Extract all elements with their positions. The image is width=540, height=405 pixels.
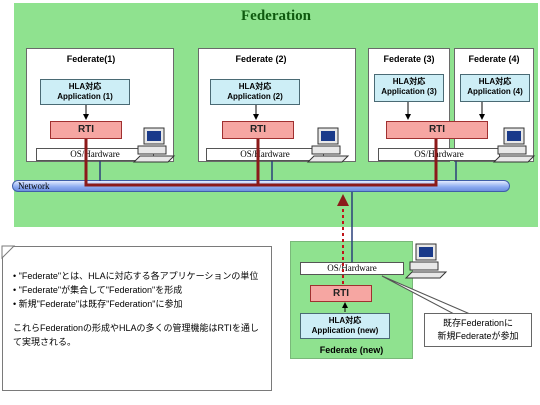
network-label: Network <box>18 181 50 191</box>
federate-2-os: OS/Hardware <box>206 148 324 161</box>
federate-3-title: Federate (3) <box>383 54 435 64</box>
federate-3-rti: RTI <box>386 121 488 139</box>
federate-4-app-line2: Application (4) <box>467 87 523 96</box>
new-federate-rti: RTI <box>310 285 372 302</box>
join-callout: 既存Federationに 新規Federateが参加 <box>424 313 532 347</box>
new-federate-app-line1: HLA対応 <box>328 316 362 325</box>
callout-line-1: 既存Federationに <box>442 318 514 328</box>
federate-1-os: OS/Hardware <box>36 148 154 161</box>
federation-title: Federation <box>241 8 311 24</box>
computer-icon-new <box>405 243 447 279</box>
federate-4-app: HLA対応 Application (4) <box>460 74 530 102</box>
federate-4-title: Federate (4) <box>468 54 520 64</box>
note-bullet-3: • 新規"Federate"は既存"Federation"に参加 <box>13 299 183 309</box>
note-bullet-2: • "Federate"が集合して"Federation"を形成 <box>13 285 183 295</box>
explanation-note: • "Federate"とは、HLAに対応する各アプリケーションの単位 • "F… <box>2 246 272 391</box>
new-federate-app: HLA対応 Application (new) <box>300 313 390 339</box>
federate-2-rti: RTI <box>222 121 294 139</box>
federate-2-app-line1: HLA対応 <box>238 82 272 91</box>
federate-3-os: OS/Hardware <box>378 148 500 161</box>
new-federate-app-line2: Application (new) <box>311 326 379 335</box>
computer-icon-3 <box>493 127 535 163</box>
callout-line-2: 新規Federateが参加 <box>437 331 519 341</box>
computer-icon-2 <box>307 127 349 163</box>
rti-interconnect-path <box>84 139 438 187</box>
note-bullet-1: • "Federate"とは、HLAに対応する各アプリケーションの単位 <box>13 271 259 281</box>
federate-1-app-line2: Application (1) <box>57 92 113 101</box>
new-federate-os: OS/Hardware <box>300 262 404 275</box>
federate-3-app-line1: HLA対応 <box>392 77 426 86</box>
federate-2-title: Federate (2) <box>235 54 287 64</box>
federate-3-app: HLA対応 Application (3) <box>374 74 444 102</box>
federate-2-app-line2: Application (2) <box>227 92 283 101</box>
callout-pointer <box>381 275 471 315</box>
federate-3-app-line2: Application (3) <box>381 87 437 96</box>
federate-1-app: HLA対応 Application (1) <box>40 79 130 105</box>
new-federate-title: Federate (new) <box>319 345 384 355</box>
federate-2-app: HLA対応 Application (2) <box>210 79 300 105</box>
federate-1-rti: RTI <box>50 121 122 139</box>
computer-icon-1 <box>133 127 175 163</box>
federate-4-app-line1: HLA対応 <box>478 77 512 86</box>
note-summary: これらFederationの形成やHLAの多くの管理機能はRTIを通して実現され… <box>13 323 259 347</box>
federate-1-app-line1: HLA対応 <box>68 82 102 91</box>
federate-1-title: Federate(1) <box>66 54 116 64</box>
